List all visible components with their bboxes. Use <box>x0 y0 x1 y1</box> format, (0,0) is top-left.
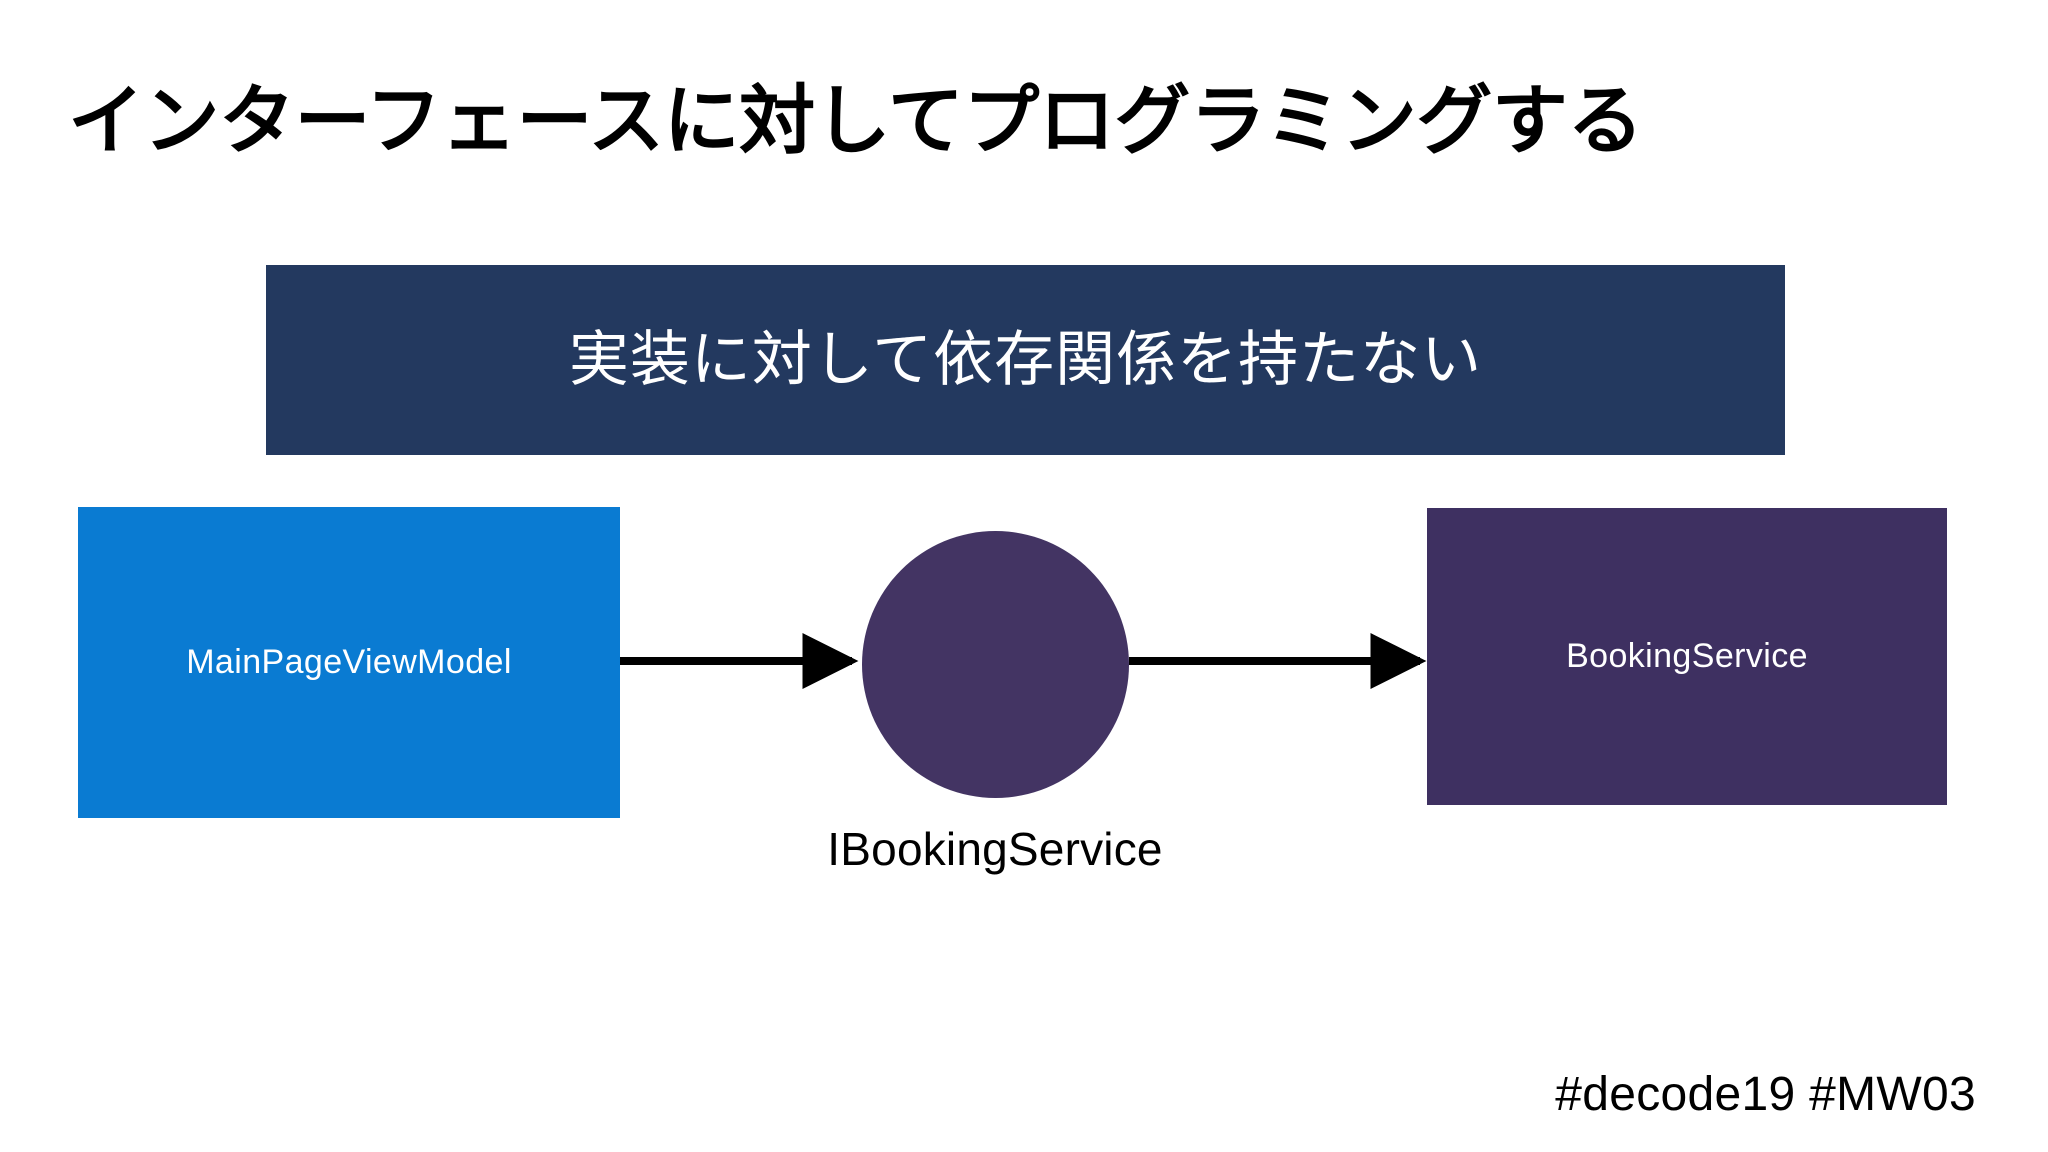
node-ibooking-service-label: IBookingService <box>827 823 1163 875</box>
footer-hashtags: #decode19 #MW03 <box>1555 1068 1976 1121</box>
page-title: インターフェースに対してプログラミングする <box>68 78 1643 164</box>
node-ibooking-service-circle <box>862 531 1129 798</box>
callout-banner: 実装に対して依存関係を持たない <box>266 265 1785 455</box>
node-main-page-view-model: MainPageViewModel <box>78 507 620 818</box>
node-main-page-view-model-label: MainPageViewModel <box>186 643 512 681</box>
node-booking-service: BookingService <box>1427 508 1947 805</box>
node-booking-service-label: BookingService <box>1566 637 1808 675</box>
callout-banner-text: 実装に対して依存関係を持たない <box>568 326 1483 393</box>
